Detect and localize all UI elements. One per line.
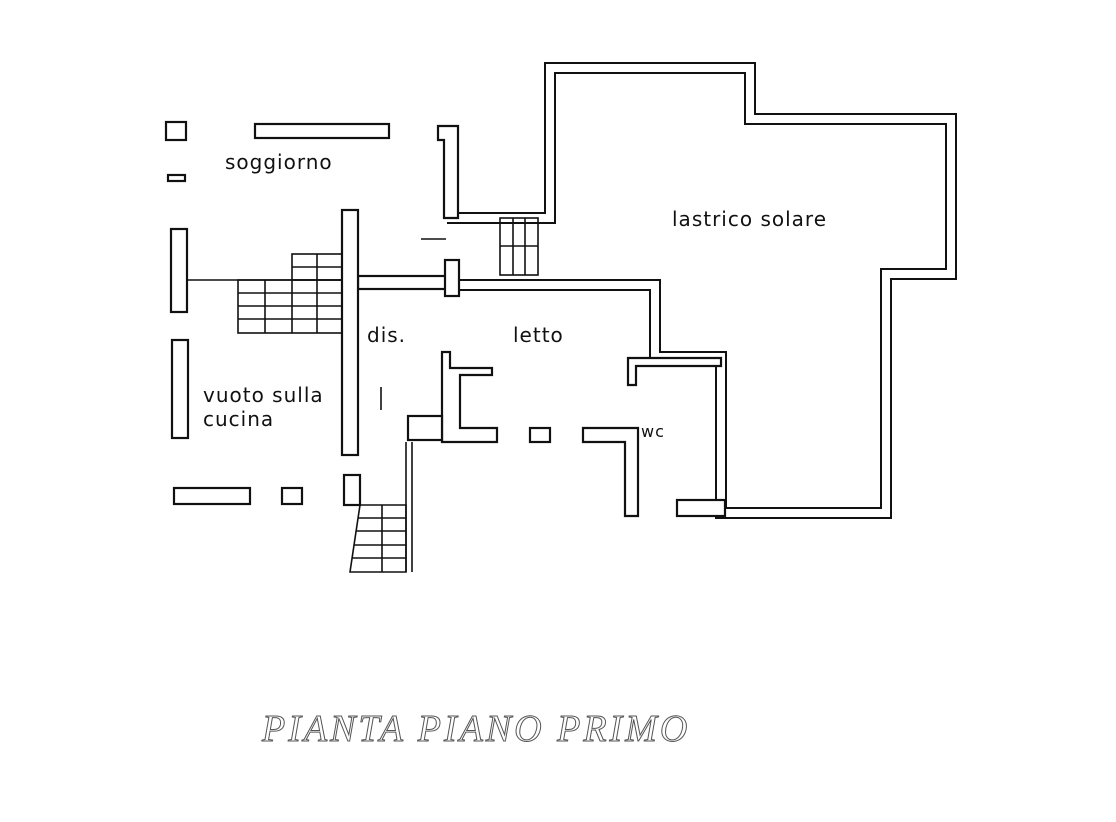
room-label-letto: letto: [513, 323, 564, 347]
corridor-wall: [356, 274, 448, 291]
room-label-lastrico-solare: lastrico solare: [672, 207, 827, 231]
room-label-dis: dis.: [367, 323, 406, 347]
room-label-wc: wc: [641, 422, 665, 441]
room-label-vuoto-sulla: vuoto sulla: [203, 383, 324, 407]
staircase-lower: [349, 504, 407, 573]
terrace-wall: [447, 62, 957, 519]
plan-title: PIANTA PIANO PRIMO: [261, 708, 690, 750]
staircase-terrace: [499, 217, 539, 276]
room-label-soggiorno: soggiorno: [225, 150, 333, 174]
room-label-cucina: cucina: [203, 407, 274, 431]
staircase-main: [237, 253, 343, 334]
